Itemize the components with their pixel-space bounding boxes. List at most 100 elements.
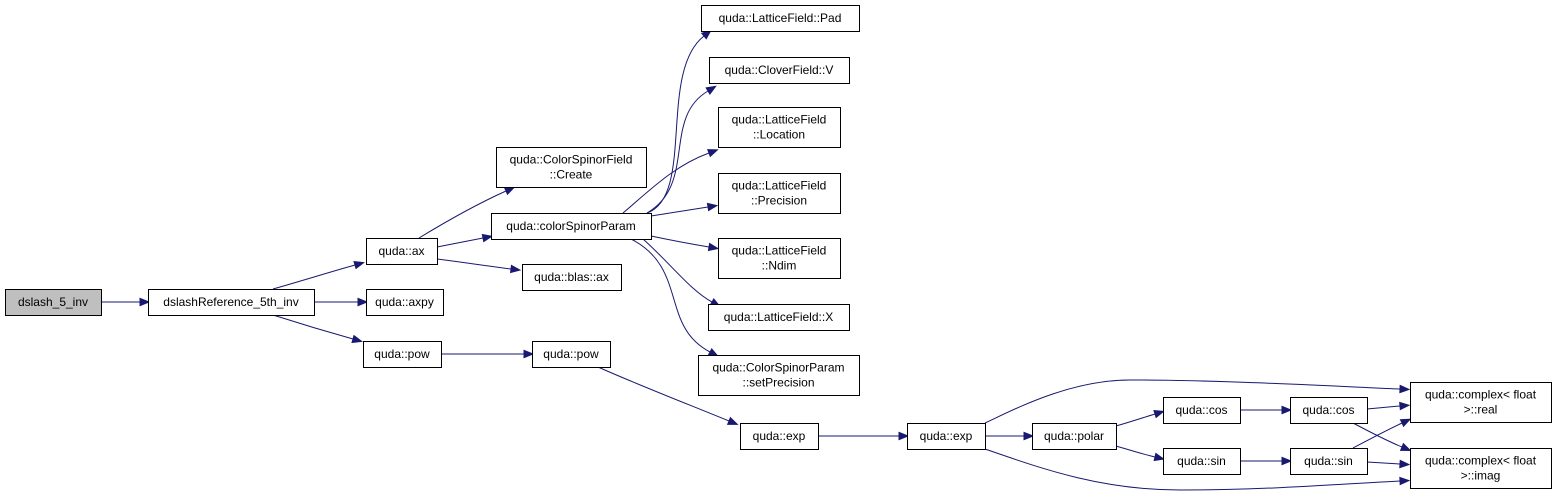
- node-label: quda::LatticeField::X: [724, 310, 833, 324]
- edge-ref5inv-to-pow1: [272, 314, 363, 344]
- node-exp2[interactable]: quda::exp: [907, 423, 986, 450]
- edge-exp1-to-exp2: [818, 431, 910, 441]
- arrowhead-icon: [898, 431, 910, 441]
- arrowhead-icon: [707, 149, 719, 158]
- arrowhead-icon: [1281, 456, 1293, 466]
- node-label: quda::ColorSpinorField: [510, 153, 633, 167]
- node-sin2[interactable]: quda::sin: [1290, 448, 1368, 475]
- node-label: ::Precision: [751, 194, 807, 208]
- node-label: quda::sin: [1177, 454, 1226, 468]
- node-box[interactable]: [363, 341, 442, 368]
- node-label: ::Create: [550, 168, 593, 182]
- node-setprec[interactable]: quda::ColorSpinorParam::setPrecision: [698, 355, 860, 396]
- arrowhead-icon: [1399, 476, 1411, 486]
- arrowhead-icon: [1399, 442, 1412, 451]
- node-box[interactable]: [698, 355, 860, 396]
- node-loc[interactable]: quda::LatticeField::Location: [718, 107, 841, 148]
- arrowhead-icon: [1023, 431, 1035, 441]
- edge-pow1-to-pow2: [441, 349, 535, 359]
- node-box[interactable]: [532, 341, 611, 368]
- node-label: >::imag: [1461, 469, 1501, 483]
- node-lfx[interactable]: quda::LatticeField::X: [708, 304, 850, 331]
- node-sin1[interactable]: quda::sin: [1163, 448, 1241, 475]
- node-label: quda::pow: [374, 347, 430, 361]
- node-root[interactable]: dslash_5_inv: [5, 289, 102, 316]
- node-ax[interactable]: quda::ax: [366, 238, 438, 265]
- node-ndim[interactable]: quda::LatticeField::Ndim: [718, 238, 841, 279]
- node-csfcreate[interactable]: quda::ColorSpinorField::Create: [496, 147, 647, 188]
- edge-line: [984, 379, 1401, 424]
- node-box[interactable]: [718, 173, 841, 214]
- edge-line: [646, 35, 705, 214]
- node-label: quda::sin: [1304, 454, 1353, 468]
- node-box[interactable]: [148, 289, 315, 316]
- node-cos1[interactable]: quda::cos: [1163, 397, 1241, 424]
- node-box[interactable]: [1290, 397, 1368, 424]
- node-label: ::Location: [753, 128, 805, 142]
- edge-cos2-to-imag: [1352, 422, 1412, 451]
- node-box[interactable]: [709, 57, 850, 84]
- node-label: quda::LatticeField: [732, 113, 827, 127]
- node-pad[interactable]: quda::LatticeField::Pad: [701, 5, 860, 32]
- edge-line: [646, 90, 709, 214]
- arrowhead-icon: [705, 85, 717, 95]
- node-pow2[interactable]: quda::pow: [532, 341, 611, 368]
- node-box[interactable]: [718, 107, 841, 148]
- node-box[interactable]: [718, 238, 841, 279]
- node-box[interactable]: [496, 147, 647, 188]
- node-box[interactable]: [708, 304, 850, 331]
- node-pow1[interactable]: quda::pow: [363, 341, 442, 368]
- edge-line: [630, 238, 711, 353]
- node-label: quda::LatticeField: [732, 179, 827, 193]
- node-blasax[interactable]: quda::blas::ax: [522, 264, 622, 291]
- edge-line: [1366, 461, 1401, 465]
- node-imag[interactable]: quda::complex< float>::imag: [1410, 448, 1552, 489]
- arrowhead-icon: [1399, 401, 1411, 411]
- node-label: quda::LatticeField::Pad: [719, 11, 842, 25]
- node-box[interactable]: [1163, 448, 1241, 475]
- node-box[interactable]: [1410, 448, 1552, 489]
- node-label: quda::ColorSpinorParam: [712, 361, 844, 375]
- node-prec[interactable]: quda::LatticeField::Precision: [718, 173, 841, 214]
- node-box[interactable]: [366, 289, 444, 316]
- edge-line: [642, 238, 713, 303]
- node-polar[interactable]: quda::polar: [1032, 423, 1117, 450]
- node-label: quda::cos: [1175, 403, 1227, 417]
- node-box[interactable]: [740, 423, 819, 450]
- node-csparam[interactable]: quda::colorSpinorParam: [491, 213, 652, 240]
- edge-line: [436, 258, 512, 270]
- edge-ref5inv-to-ax: [272, 260, 365, 290]
- arrowhead-icon: [726, 416, 739, 425]
- node-clv[interactable]: quda::CloverField::V: [709, 57, 850, 84]
- node-box[interactable]: [491, 213, 652, 240]
- node-label: quda::blas::ax: [534, 270, 609, 284]
- edge-line: [272, 264, 356, 290]
- node-label: >::real: [1464, 403, 1498, 417]
- arrowhead-icon: [1399, 418, 1412, 428]
- node-box[interactable]: [1032, 423, 1117, 450]
- edge-ax-to-csparam: [436, 233, 494, 248]
- node-label: quda::exp: [753, 429, 806, 443]
- node-label: quda::complex< float: [1425, 454, 1537, 468]
- edge-line: [418, 190, 507, 239]
- node-ref5inv[interactable]: dslashReference_5th_inv: [148, 289, 315, 316]
- arrowhead-icon: [503, 186, 516, 196]
- arrowhead-icon: [509, 264, 522, 274]
- node-label: quda::complex< float: [1425, 388, 1537, 402]
- node-box[interactable]: [366, 238, 438, 265]
- edge-line: [984, 448, 1401, 491]
- node-box[interactable]: [1410, 382, 1552, 423]
- node-exp1[interactable]: quda::exp: [740, 423, 819, 450]
- node-real[interactable]: quda::complex< float>::real: [1410, 382, 1552, 423]
- node-box[interactable]: [701, 5, 860, 32]
- node-box[interactable]: [907, 423, 986, 450]
- node-box[interactable]: [1290, 448, 1368, 475]
- node-box[interactable]: [522, 264, 622, 291]
- node-box[interactable]: [1163, 397, 1241, 424]
- node-axpy[interactable]: quda::axpy: [366, 289, 444, 316]
- arrowhead-icon: [481, 233, 494, 243]
- nodes-layer: dslash_5_inv dslashReference_5th_inv quda:…: [5, 5, 1552, 489]
- node-box[interactable]: [5, 289, 102, 316]
- edge-sin2-to-real: [1352, 418, 1412, 449]
- node-cos2[interactable]: quda::cos: [1290, 397, 1368, 424]
